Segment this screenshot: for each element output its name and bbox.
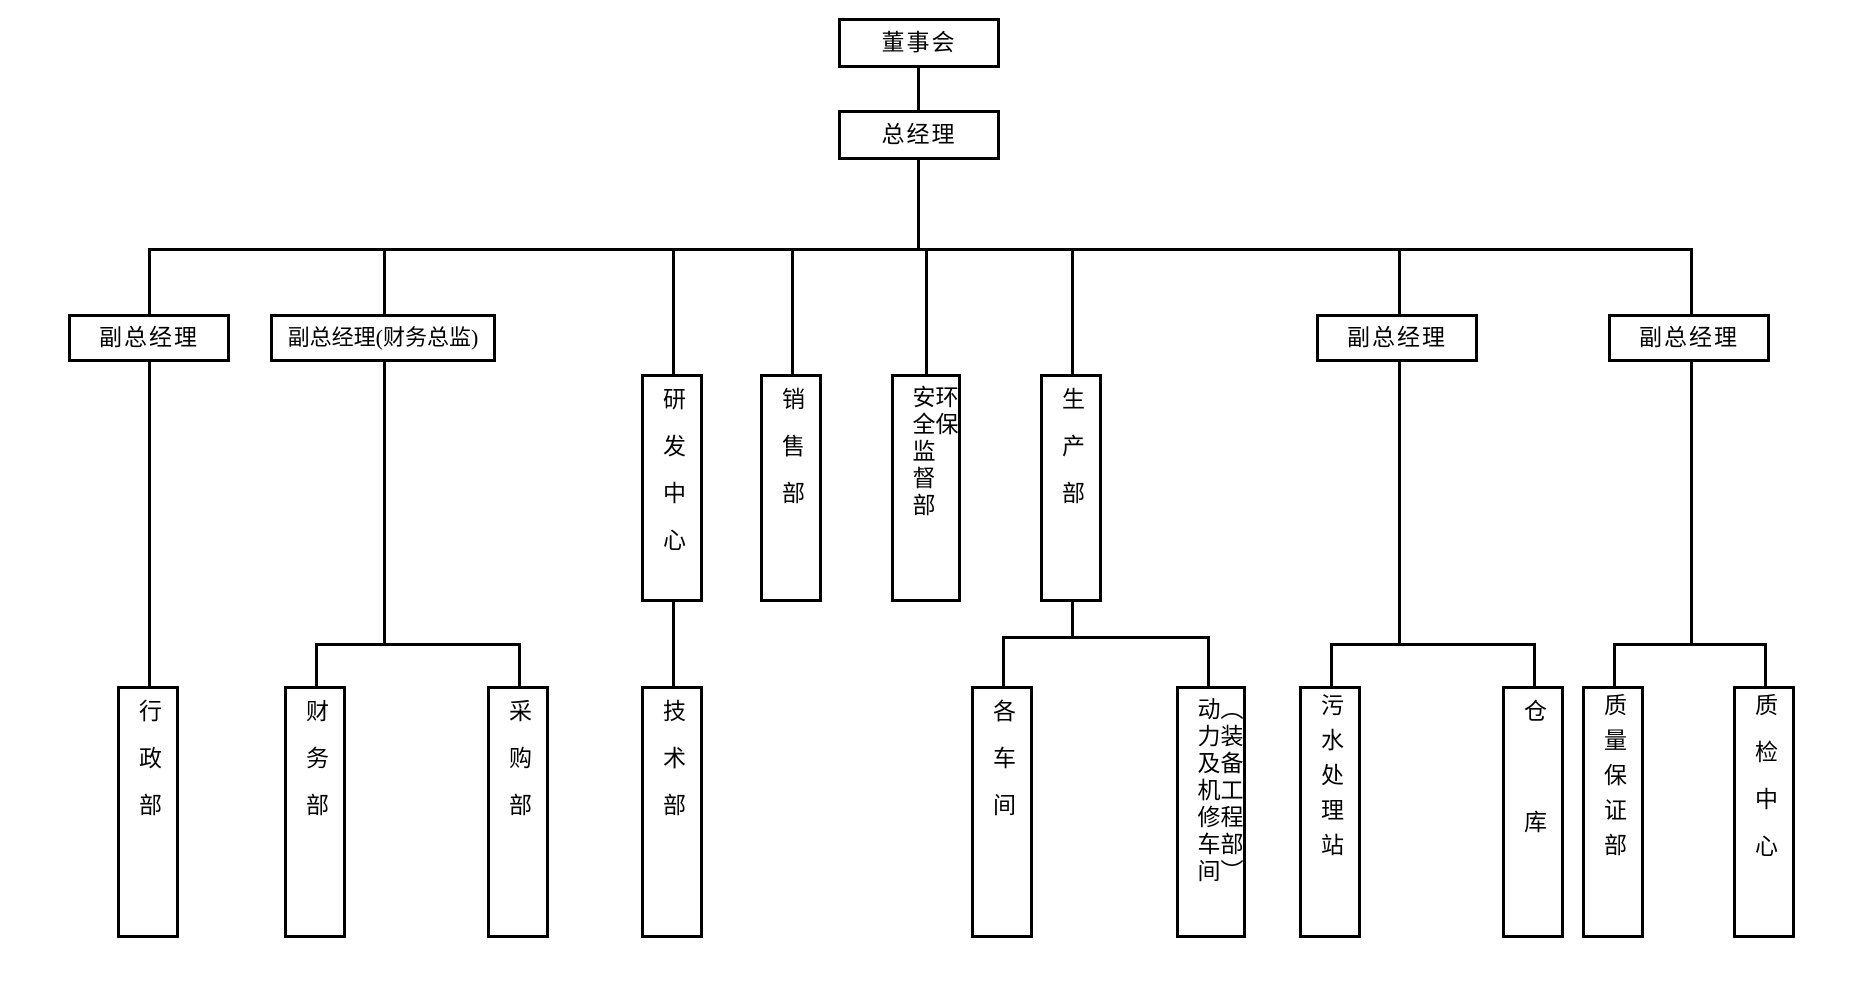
edge-deputy-gm-3-stem	[1398, 362, 1401, 643]
edge-warehouse-drop	[1533, 643, 1536, 686]
node-safety-env-dept-column-right: 环保	[932, 385, 957, 439]
node-deputy-gm-4[interactable]: 副总经理	[1608, 314, 1770, 362]
node-general-manager-label: 总经理	[881, 122, 957, 148]
node-sales-dept[interactable]: 销售部	[760, 374, 822, 602]
node-deputy-gm-finance-label: 副总经理(财务总监)	[287, 324, 479, 350]
drop-sales-dept	[791, 248, 794, 374]
edge-gm-stem	[917, 160, 920, 250]
node-workshops[interactable]: 各车间	[971, 686, 1033, 938]
node-technology-dept-label: 技术部	[659, 699, 685, 840]
main-bus	[148, 248, 1693, 251]
edge-rd-center-to-technology	[672, 602, 675, 686]
node-board-label: 董事会	[881, 30, 957, 56]
drop-deputy-gm-1	[148, 248, 151, 314]
node-rd-center[interactable]: 研发中心	[641, 374, 703, 602]
node-quality-assurance-dept-label: 质量保证部	[1600, 693, 1626, 868]
node-general-manager[interactable]: 总经理	[838, 110, 1000, 160]
node-workshops-label: 各车间	[989, 699, 1015, 840]
node-board[interactable]: 董事会	[838, 18, 1000, 68]
node-admin-dept-label: 行政部	[135, 699, 161, 840]
edge-deputy-gm-1-to-admin	[148, 362, 151, 686]
node-procurement-dept[interactable]: 采购部	[487, 686, 549, 938]
node-deputy-gm-1[interactable]: 副总经理	[68, 314, 230, 362]
node-rd-center-label: 研发中心	[659, 387, 685, 575]
edge-deputy-gm-finance-bar	[315, 643, 521, 646]
node-power-repair-workshop[interactable]: （装备工程部） 动力及机修车间	[1176, 686, 1246, 938]
edge-production-bar	[1002, 636, 1210, 639]
edge-finance-drop	[315, 643, 318, 686]
node-deputy-gm-finance[interactable]: 副总经理(财务总监)	[270, 314, 496, 362]
node-finance-dept-label: 财务部	[302, 699, 328, 840]
drop-production-dept	[1071, 248, 1074, 374]
node-admin-dept[interactable]: 行政部	[117, 686, 179, 938]
node-procurement-dept-label: 采购部	[505, 699, 531, 840]
drop-safety-env-dept	[925, 248, 928, 374]
node-wastewater-station-label: 污水处理站	[1317, 693, 1343, 868]
edge-deputy-gm-4-stem	[1690, 362, 1693, 643]
edge-board-to-gm	[917, 68, 920, 110]
node-deputy-gm-3-label: 副总经理	[1347, 325, 1447, 351]
edge-procurement-drop	[518, 643, 521, 686]
edge-quality-assurance-drop	[1613, 643, 1616, 686]
node-wastewater-station[interactable]: 污水处理站	[1299, 686, 1361, 938]
edge-workshops-drop	[1002, 636, 1005, 686]
node-production-dept[interactable]: 生产部	[1040, 374, 1102, 602]
node-finance-dept[interactable]: 财务部	[284, 686, 346, 938]
edge-wastewater-drop	[1330, 643, 1333, 686]
node-deputy-gm-4-label: 副总经理	[1639, 325, 1739, 351]
drop-rd-center	[672, 248, 675, 374]
drop-deputy-gm-4	[1690, 248, 1693, 314]
node-production-dept-label: 生产部	[1058, 387, 1084, 528]
node-technology-dept[interactable]: 技术部	[641, 686, 703, 938]
node-sales-dept-label: 销售部	[778, 387, 804, 528]
edge-deputy-gm-3-bar	[1330, 643, 1536, 646]
edge-production-stem	[1071, 602, 1074, 636]
node-power-repair-workshop-column-right: （装备工程部）	[1217, 697, 1242, 886]
drop-deputy-gm-3	[1398, 248, 1401, 314]
edge-power-repair-drop	[1207, 636, 1210, 686]
edge-deputy-gm-4-bar	[1613, 643, 1767, 646]
node-deputy-gm-1-label: 副总经理	[99, 325, 199, 351]
node-quality-assurance-dept[interactable]: 质量保证部	[1582, 686, 1644, 938]
node-deputy-gm-3[interactable]: 副总经理	[1316, 314, 1478, 362]
node-safety-env-dept[interactable]: 环保 安全监督部	[891, 374, 961, 602]
node-power-repair-workshop-column-left: 动力及机修车间	[1194, 697, 1219, 886]
drop-deputy-gm-finance	[383, 248, 386, 314]
edge-quality-inspection-drop	[1764, 643, 1767, 686]
node-safety-env-dept-column-left: 安全监督部	[909, 385, 934, 520]
node-warehouse-label: 仓库	[1520, 699, 1546, 921]
edge-deputy-gm-finance-stem	[383, 362, 386, 643]
node-quality-inspection-center-label: 质检中心	[1751, 693, 1777, 881]
node-quality-inspection-center[interactable]: 质检中心	[1733, 686, 1795, 938]
node-warehouse[interactable]: 仓库	[1502, 686, 1564, 938]
